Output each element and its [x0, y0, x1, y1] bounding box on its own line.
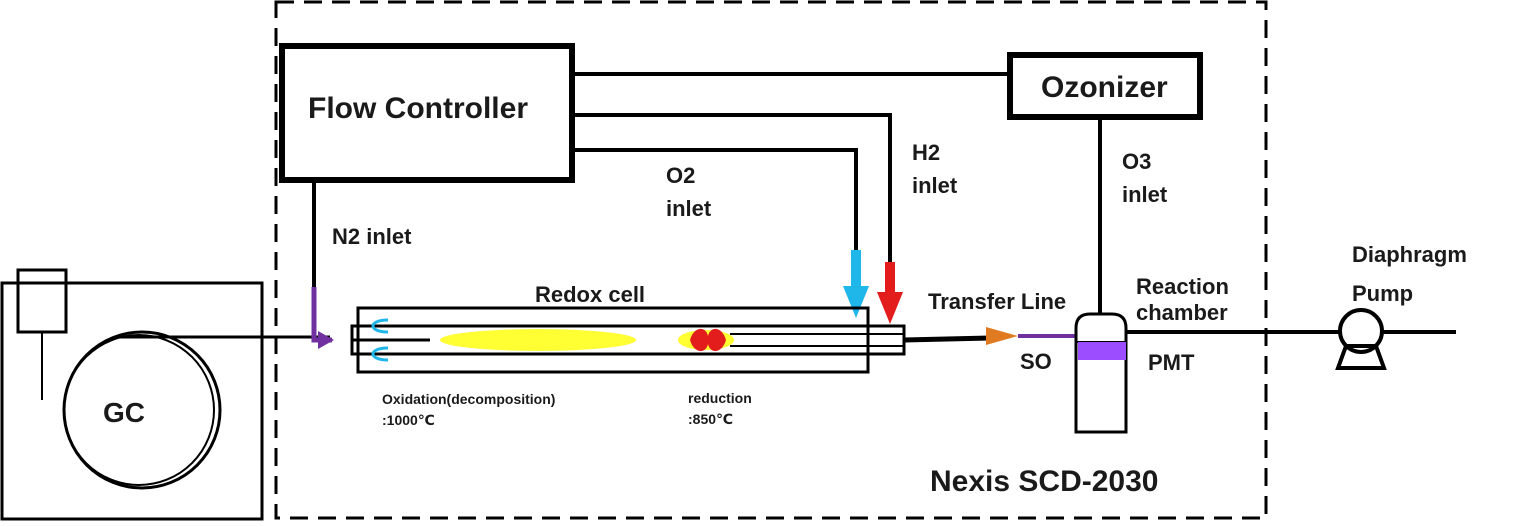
gc-unit: GC [0, 268, 264, 521]
n2-purple-line [311, 287, 332, 343]
ozonizer-label: Ozonizer [1041, 71, 1168, 104]
nexis-boundary [274, 0, 1268, 520]
transfer-arrowhead [986, 327, 1018, 345]
h2-line [572, 113, 892, 262]
reaction-chamber-label-2: chamber [1136, 300, 1228, 325]
n2-arrowhead [318, 331, 334, 349]
gc-injector-box [16, 268, 68, 334]
reduction-label-1: reduction [688, 390, 752, 406]
pmt-label: PMT [1148, 350, 1195, 375]
gc-column-coil-inner [63, 334, 215, 486]
o3-inlet-label-1: O3 [1122, 149, 1151, 174]
pump-label-2: Pump [1352, 281, 1413, 306]
o3-inlet-label-2: inlet [1122, 182, 1168, 207]
oxidation-label-1: Oxidation(decomposition) [382, 391, 555, 407]
h2-arrow-shaft [885, 262, 895, 294]
flow-controller-label: Flow Controller [308, 92, 528, 125]
injector-bracket-icon [371, 318, 389, 362]
o2-line [572, 148, 858, 250]
o2-arrowhead [843, 286, 869, 318]
h2-arrowhead [877, 292, 903, 324]
diaphragm-pump-icon [1335, 308, 1387, 370]
reaction-chamber-label-1: Reaction [1136, 274, 1229, 299]
h2-inlet-label-2: inlet [912, 173, 958, 198]
pump-label-1: Diaphragm [1352, 242, 1467, 267]
nexis-boundary-label: Nexis SCD-2030 [930, 465, 1158, 498]
n2-inlet-label: N2 inlet [332, 224, 412, 249]
reaction-chamber [1074, 312, 1128, 434]
o2-arrow-shaft [851, 250, 861, 288]
gc-box [0, 281, 264, 521]
h2-inlet-label-1: H2 [912, 140, 940, 165]
reduction-zone-flame-icon [690, 328, 726, 352]
pmt-window [1078, 342, 1126, 360]
ozonizer-box [1007, 52, 1203, 120]
o2-inlet-label-1: O2 [666, 163, 695, 188]
redox-cell-label: Redox cell [535, 282, 645, 307]
o2-inlet-label-2: inlet [666, 196, 712, 221]
transfer-line-label: Transfer Line [928, 289, 1066, 314]
oxidation-label-2: :1000℃ [382, 412, 435, 428]
reaction-chamber-body [1074, 312, 1128, 434]
so-label: SO [1020, 349, 1052, 374]
redox-cell: Redox cell [350, 282, 906, 374]
transfer-line-black [903, 335, 991, 343]
oxidation-zone [440, 329, 636, 351]
gc-label: GC [103, 397, 145, 428]
reduction-label-2: :850℃ [688, 411, 733, 427]
